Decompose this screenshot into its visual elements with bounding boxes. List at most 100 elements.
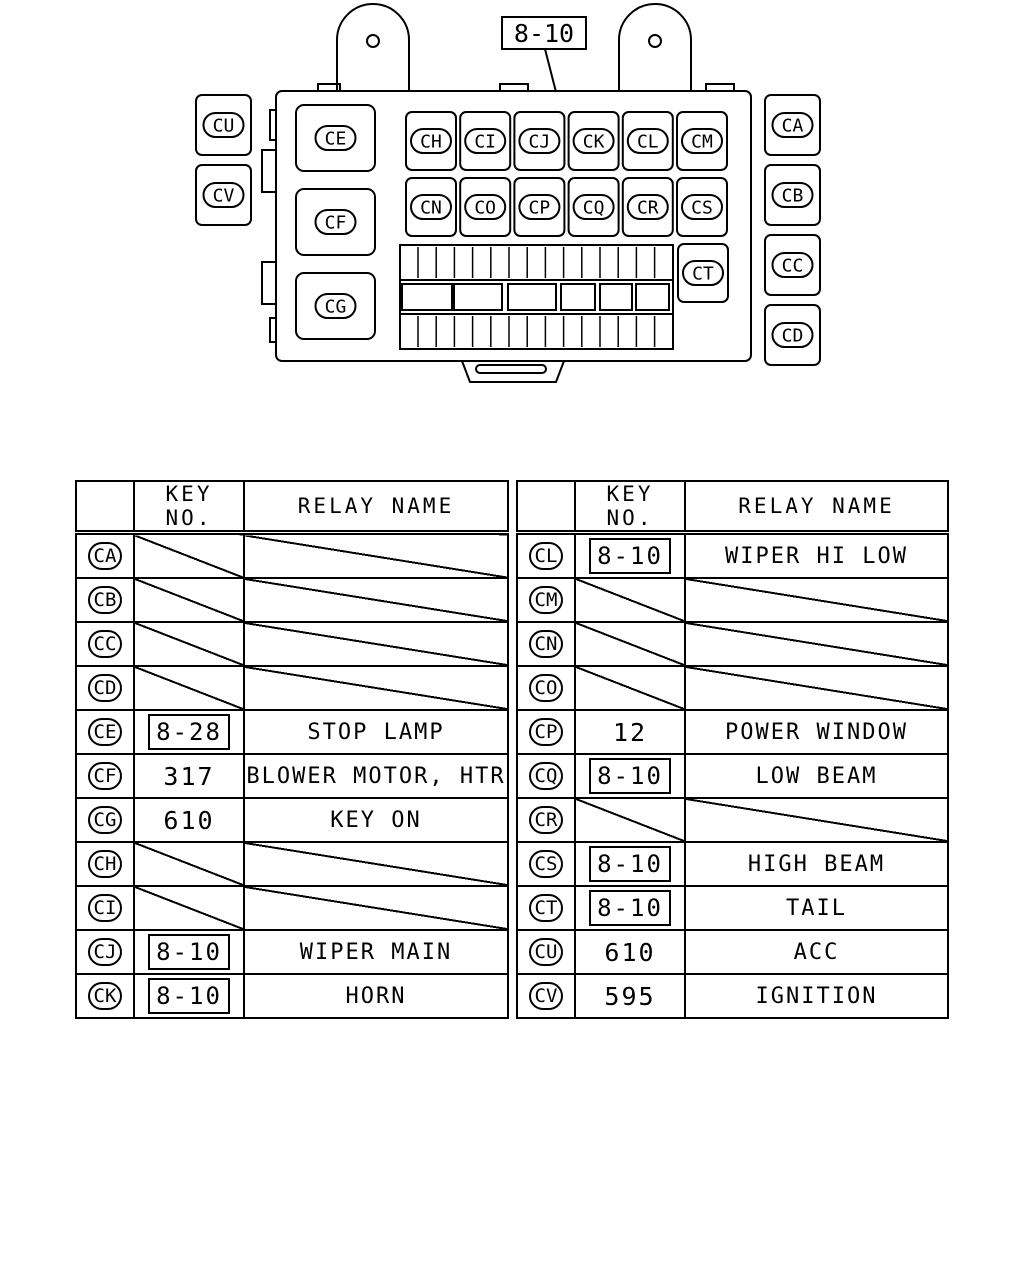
key-no-value: 595 — [604, 981, 656, 1011]
relay-name-cell — [684, 797, 949, 843]
relay-cb: CB — [764, 164, 821, 226]
relay-code-cell: CU — [516, 929, 576, 975]
relay-code-cell: CA — [75, 531, 135, 579]
relay-code-cell: CR — [516, 797, 576, 843]
key-no-cell — [133, 841, 245, 887]
key-no-cell — [574, 621, 686, 667]
table-row: CI — [75, 885, 509, 931]
relay-code: CI — [87, 894, 123, 922]
relay-label: CN — [420, 197, 442, 218]
relay-code: CB — [87, 586, 123, 614]
key-no-cell: 8-10 — [133, 973, 245, 1019]
relay-code: CO — [528, 674, 564, 702]
relay-code-cell: CJ — [75, 929, 135, 975]
relay-label-oval — [464, 194, 507, 220]
relay-code: CL — [528, 542, 564, 570]
key-no-cell — [133, 531, 245, 579]
table-row: CN — [516, 621, 949, 667]
relay-code: CA — [87, 542, 123, 570]
relay-label-oval — [410, 194, 452, 220]
relay-label-oval — [771, 252, 814, 278]
relay-code-cell: CP — [516, 709, 576, 755]
relay-code: CJ — [87, 938, 123, 966]
bottom-latch — [461, 360, 565, 383]
relay-label: CJ — [529, 131, 551, 152]
relay-label-oval — [572, 194, 615, 220]
relay-label: CT — [692, 263, 714, 284]
relay-name: TAIL — [786, 895, 847, 921]
callout-box — [501, 16, 587, 50]
relay-code: CQ — [528, 762, 564, 790]
relay-name: BLOWER MOTOR, HTR — [246, 763, 506, 789]
relay-ci: CI — [459, 111, 512, 171]
relay-name-cell: KEY ON — [243, 797, 509, 843]
relay-code-cell: CV — [516, 973, 576, 1019]
relay-name-cell: STOP LAMP — [243, 709, 509, 755]
callout-leader — [544, 48, 557, 93]
mounting-hole-left — [366, 34, 380, 48]
relay-label: CV — [213, 185, 235, 206]
relay-code: CV — [528, 982, 564, 1010]
callout-label: 8-10 — [514, 19, 574, 48]
table-row: CR — [516, 797, 949, 843]
relay-label: CP — [529, 197, 551, 218]
relay-name: HIGH BEAM — [747, 851, 886, 877]
relay-cs: CS — [676, 177, 728, 237]
relay-ct: CT — [677, 243, 729, 303]
header-key-no: KEY NO. — [133, 480, 245, 535]
key-no-cell — [133, 885, 245, 931]
housing-clip — [261, 261, 277, 305]
relay-code: CF — [87, 762, 123, 790]
relay-cu: CU — [195, 94, 252, 156]
relay-code-cell: CD — [75, 665, 135, 711]
relay-name-cell — [243, 885, 509, 931]
relay-cp: CP — [513, 177, 566, 237]
key-no-cell: 8-10 — [133, 929, 245, 975]
relay-name-cell: ACC — [684, 929, 949, 975]
relay-cc: CC — [764, 234, 821, 296]
housing-clip — [261, 149, 277, 193]
table-row: CC — [75, 621, 509, 667]
relay-code: CH — [87, 850, 123, 878]
relay-label: CQ — [583, 197, 605, 218]
relay-label-oval — [572, 128, 615, 154]
relay-label-oval — [314, 209, 357, 235]
relay-cn: CN — [405, 177, 457, 237]
fuse-mid-blocks — [401, 283, 670, 311]
relay-cl: CL — [621, 111, 674, 171]
relay-label: CR — [637, 197, 659, 218]
relay-ck: CK — [567, 111, 620, 171]
key-no-cell: 8-10 — [574, 531, 686, 579]
relay-label-oval — [771, 322, 814, 348]
mounting-hole-right — [648, 34, 662, 48]
relay-label: CA — [782, 115, 804, 136]
relay-cm: CM — [676, 111, 728, 171]
relay-code: CG — [87, 806, 123, 834]
mounting-ear-left — [336, 3, 410, 90]
relay-label: CB — [782, 185, 804, 206]
relay-label-oval — [314, 125, 357, 151]
key-no-cell: 610 — [574, 929, 686, 975]
relay-label-oval — [771, 112, 814, 138]
relay-code-cell: CE — [75, 709, 135, 755]
relay-name: KEY ON — [330, 807, 422, 833]
key-no-cell: 610 — [133, 797, 245, 843]
relay-label: CE — [325, 128, 347, 149]
relay-code: CS — [528, 850, 564, 878]
key-no-reference-box: 8-10 — [589, 758, 671, 794]
relay-cq: CQ — [567, 177, 620, 237]
fuse-slot-lines — [417, 247, 674, 347]
relay-ch: CH — [405, 111, 457, 171]
relay-label: CD — [782, 325, 804, 346]
relay-name-cell — [243, 621, 509, 667]
key-no-reference-box: 8-10 — [589, 846, 671, 882]
relay-name-cell: HIGH BEAM — [684, 841, 949, 887]
relay-label: CI — [474, 131, 496, 152]
